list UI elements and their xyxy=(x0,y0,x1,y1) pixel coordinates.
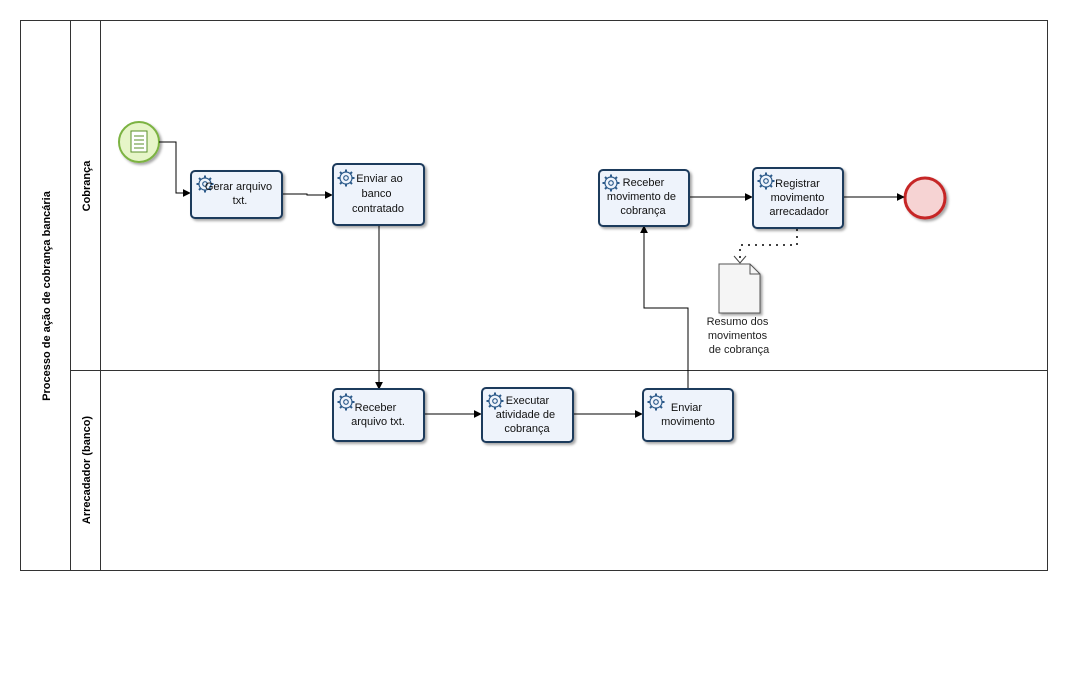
svg-text:Enviar ao banco co: Enviar ao banco contratado xyxy=(352,173,406,215)
lane-label-arrecadador: Arrecadador (banco) xyxy=(81,416,93,525)
svg-text:Receber movimento de: Receber movimento de cobrança xyxy=(607,177,679,217)
lane-label-cobranca: Cobrança xyxy=(81,160,93,212)
svg-text:Gerar arquivo txt.: Gerar arquivo txt. xyxy=(205,181,275,207)
pool-title: Processo de ação de cobrança bancária xyxy=(41,190,53,401)
svg-text:Enviar movimento: Enviar movimento xyxy=(661,402,715,428)
data-object-resumo[interactable]: Resumo dos movimentos de cobrança xyxy=(707,263,772,356)
flow-start-t1 xyxy=(159,141,191,197)
task-enviar-movimento[interactable]: Enviar movimento xyxy=(642,388,734,442)
svg-text:Executar atividade de: Executar atividade de cobrança xyxy=(496,395,558,435)
task-receber-arquivo[interactable]: Receber arquivo txt. xyxy=(332,388,425,442)
task-executar-atividade[interactable]: Executar atividade de cobrança xyxy=(481,387,574,443)
start-event[interactable] xyxy=(118,121,160,163)
svg-text:Registrar movimento: Registrar movimento arrecadador xyxy=(769,178,829,218)
association-t4-doc xyxy=(739,229,798,262)
task-registrar-movimento[interactable]: Registrar movimento arrecadador xyxy=(752,167,844,229)
flow-t7-t3 xyxy=(640,225,689,389)
flow-t1-t2 xyxy=(282,191,333,199)
association-arrowhead xyxy=(733,255,747,264)
task-enviar-banco[interactable]: Enviar ao banco contratado xyxy=(332,163,425,226)
document-icon xyxy=(130,130,148,153)
end-event[interactable] xyxy=(903,176,947,220)
data-object-label: Resumo dos movimentos de cobrança xyxy=(707,316,772,356)
sequence-flows xyxy=(159,141,905,418)
task-receber-movimento[interactable]: Receber movimento de cobrança xyxy=(598,169,690,227)
pool: Processo de ação de cobrança bancária xyxy=(20,20,1048,571)
task-gerar-arquivo[interactable]: Gerar arquivo txt. xyxy=(190,170,283,219)
svg-text:Receber arquivo txt.: Receber arquivo txt. xyxy=(351,402,405,428)
